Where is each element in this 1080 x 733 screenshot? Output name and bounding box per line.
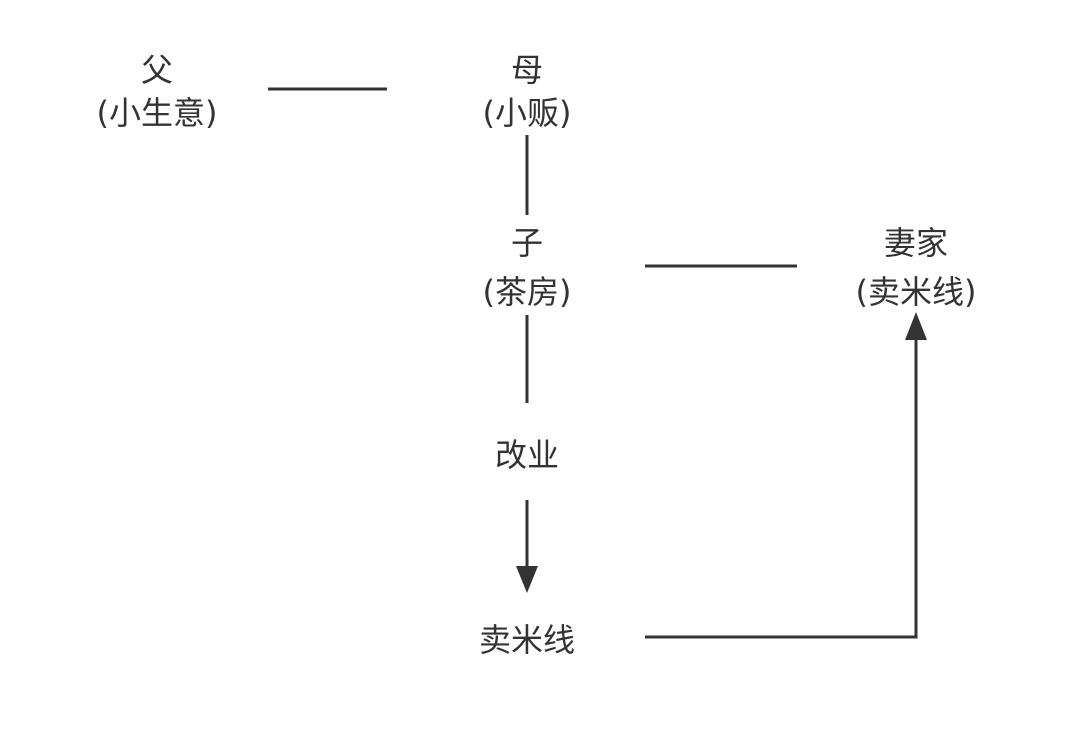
arrow-up-head: [905, 312, 927, 340]
arrow-down-head: [516, 566, 538, 593]
son-label: 子: [510, 224, 544, 262]
son-role: (茶房): [482, 273, 572, 311]
mother-role: (小贩): [482, 94, 572, 132]
father-role: (小生意): [96, 94, 218, 132]
noodle-wife-family-arrow-line: [645, 338, 918, 639]
mother-label: 母: [510, 51, 544, 89]
father-label: 父: [140, 51, 174, 89]
wife-family-role: (卖米线): [855, 273, 977, 311]
rice-noodle-label: 卖米线: [478, 621, 576, 659]
change-label: 改业: [494, 436, 560, 474]
wife-family-label: 妻家: [883, 224, 949, 262]
